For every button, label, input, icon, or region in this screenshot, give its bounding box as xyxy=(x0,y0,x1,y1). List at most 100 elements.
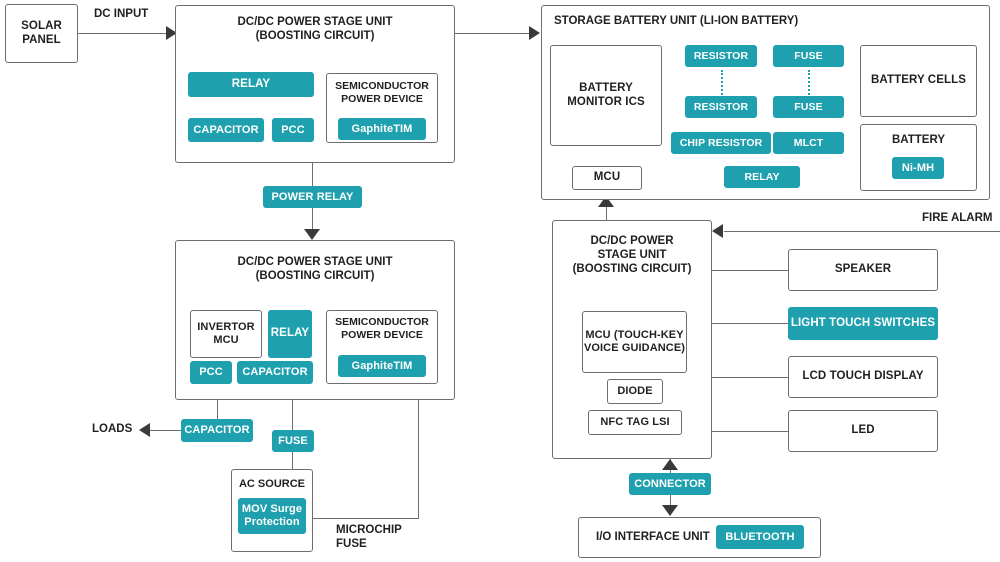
arrowhead-dc-input xyxy=(166,26,177,40)
capacitor-top-label: CAPACITOR xyxy=(193,123,259,136)
invertor-mcu-block[interactable]: INVERTOR MCU xyxy=(190,310,262,358)
graphitetim-chip-top[interactable]: GaphiteTIM xyxy=(338,118,426,140)
line-bottom-dcdc-leg-2 xyxy=(292,400,293,431)
mcu-storage-label: MCU xyxy=(593,171,621,184)
ni-mh-chip[interactable]: Ni-MH xyxy=(892,157,944,179)
chip-resistor-chip[interactable]: CHIP RESISTOR xyxy=(671,132,771,154)
resistor-chip-2[interactable]: RESISTOR xyxy=(685,96,757,118)
diode-label: DIODE xyxy=(617,385,653,398)
relay-chip-bottom[interactable]: RELAY xyxy=(268,310,312,358)
lcd-touch-display-label: LCD TOUCH DISPLAY xyxy=(802,370,924,383)
connector-label: CONNECTOR xyxy=(634,477,706,490)
fuse-out-label: FUSE xyxy=(278,434,308,447)
mcu-touch-key-block[interactable]: MCU (TOUCH-KEY VOICE GUIDANCE) xyxy=(582,311,687,373)
mlct-label: MLCT xyxy=(793,136,824,149)
graphitetim-top-label: GaphiteTIM xyxy=(351,122,413,135)
relay-top-label: RELAY xyxy=(231,77,271,90)
relay-storage-label: RELAY xyxy=(744,170,780,183)
dcdc-right-title: DC/DC POWER STAGE UNIT (BOOSTING CIRCUIT… xyxy=(572,235,692,276)
pcc-top-label: PCC xyxy=(281,123,305,136)
speaker-block[interactable]: SPEAKER xyxy=(788,249,938,291)
line-bottom-dcdc-leg-1 xyxy=(217,400,218,421)
lcd-touch-display-block[interactable]: LCD TOUCH DISPLAY xyxy=(788,356,938,398)
mcu-block-storage[interactable]: MCU xyxy=(572,166,642,190)
fuse-2-label: FUSE xyxy=(794,100,823,113)
line-to-lcd-touch-display xyxy=(712,377,788,378)
fuse-chip-1[interactable]: FUSE xyxy=(773,45,844,67)
line-to-led xyxy=(712,431,788,432)
arrowhead-io-down xyxy=(662,505,678,516)
line-capacitor-to-loads xyxy=(146,430,182,431)
relay-bottom-label: RELAY xyxy=(270,327,310,340)
dcdc-top-title: DC/DC POWER STAGE UNIT (BOOSTING CIRCUIT… xyxy=(237,16,393,43)
line-fire-alarm xyxy=(724,231,1000,232)
loads-label: LOADS xyxy=(92,423,133,435)
arrowhead-to-storage xyxy=(529,26,540,40)
storage-battery-unit-title: STORAGE BATTERY UNIT (LI-ION BATTERY) xyxy=(554,15,799,27)
arrowhead-loads xyxy=(139,423,150,437)
resistor-2-label: RESISTOR xyxy=(693,100,749,113)
battery-cells-block[interactable]: BATTERY CELLS xyxy=(860,45,977,117)
arrowhead-fire-alarm xyxy=(712,224,723,238)
line-microchip-fuse-horizontal xyxy=(313,518,419,519)
mcu-touch-key-label: MCU (TOUCH-KEY VOICE GUIDANCE) xyxy=(583,329,686,354)
power-relay-label: POWER RELAY xyxy=(271,190,354,203)
arrowhead-mcu-up xyxy=(598,196,614,207)
battery-monitor-ics-label: BATTERY MONITOR ICS xyxy=(567,81,645,108)
microchip-fuse-label: MICROCHIP FUSE xyxy=(336,524,402,550)
semiconductor-bottom-label: SEMICONDUCTOR POWER DEVICE xyxy=(335,316,429,341)
line-solar-to-dcdc xyxy=(78,33,168,34)
arrowhead-power-relay-down xyxy=(304,229,320,240)
dotted-line-fuse xyxy=(808,70,810,95)
fuse-chip-2[interactable]: FUSE xyxy=(773,96,844,118)
resistor-1-label: RESISTOR xyxy=(693,49,749,62)
graphitetim-bottom-label: GaphiteTIM xyxy=(351,359,413,372)
solar-panel-block[interactable]: SOLAR PANEL xyxy=(5,4,78,63)
dotted-line-resistor xyxy=(721,70,723,95)
capacitor-output-chip[interactable]: CAPACITOR xyxy=(181,419,253,442)
bluetooth-label: BLUETOOTH xyxy=(725,530,795,543)
ac-source-label: AC SOURCE xyxy=(238,478,305,490)
capacitor-out-label: CAPACITOR xyxy=(184,424,250,437)
mlct-chip[interactable]: MLCT xyxy=(773,132,844,154)
invertor-mcu-label: INVERTOR MCU xyxy=(197,321,255,346)
relay-chip-top[interactable]: RELAY xyxy=(188,72,314,97)
capacitor-chip-bottom[interactable]: CAPACITOR xyxy=(237,361,313,384)
chip-resistor-label: CHIP RESISTOR xyxy=(679,136,763,149)
fire-alarm-label: FIRE ALARM xyxy=(922,212,993,224)
battery-label: BATTERY xyxy=(891,134,946,146)
diode-block[interactable]: DIODE xyxy=(607,379,663,404)
io-interface-unit-label: I/O INTERFACE UNIT xyxy=(596,531,710,543)
led-label: LED xyxy=(851,424,875,437)
battery-monitor-ics-block[interactable]: BATTERY MONITOR ICS xyxy=(550,45,662,146)
bluetooth-chip[interactable]: BLUETOOTH xyxy=(716,525,804,549)
solar-panel-label: SOLAR PANEL xyxy=(21,19,62,46)
line-to-light-touch-switches xyxy=(712,323,788,324)
nfc-tag-lsi-label: NFC TAG LSI xyxy=(600,416,670,429)
connector-chip[interactable]: CONNECTOR xyxy=(629,473,711,495)
power-relay-chip[interactable]: POWER RELAY xyxy=(263,186,362,208)
resistor-chip-1[interactable]: RESISTOR xyxy=(685,45,757,67)
line-connector-to-io xyxy=(670,495,671,509)
pcc-chip-top[interactable]: PCC xyxy=(272,118,314,142)
ni-mh-label: Ni-MH xyxy=(901,161,935,174)
mov-surge-protection-label: MOV Surge Protection xyxy=(241,503,303,528)
graphitetim-chip-bottom[interactable]: GaphiteTIM xyxy=(338,355,426,377)
relay-chip-storage[interactable]: RELAY xyxy=(724,166,800,188)
semiconductor-top-label: SEMICONDUCTOR POWER DEVICE xyxy=(335,80,429,105)
line-dcdc-down-1 xyxy=(312,163,313,187)
line-dcdc-down-2 xyxy=(312,208,313,232)
nfc-tag-lsi-block[interactable]: NFC TAG LSI xyxy=(588,410,682,435)
line-fuse-to-ac-source xyxy=(292,452,293,474)
mov-surge-protection-chip[interactable]: MOV Surge Protection xyxy=(238,498,306,534)
capacitor-chip-top[interactable]: CAPACITOR xyxy=(188,118,264,142)
arrowhead-connector-up xyxy=(662,459,678,470)
speaker-label: SPEAKER xyxy=(834,263,892,276)
capacitor-bottom-label: CAPACITOR xyxy=(242,366,308,379)
pcc-chip-bottom[interactable]: PCC xyxy=(190,361,232,384)
line-to-speaker xyxy=(712,270,788,271)
led-block[interactable]: LED xyxy=(788,410,938,452)
light-touch-switches-block[interactable]: LIGHT TOUCH SWITCHES xyxy=(788,307,938,340)
fuse-output-chip[interactable]: FUSE xyxy=(272,430,314,452)
